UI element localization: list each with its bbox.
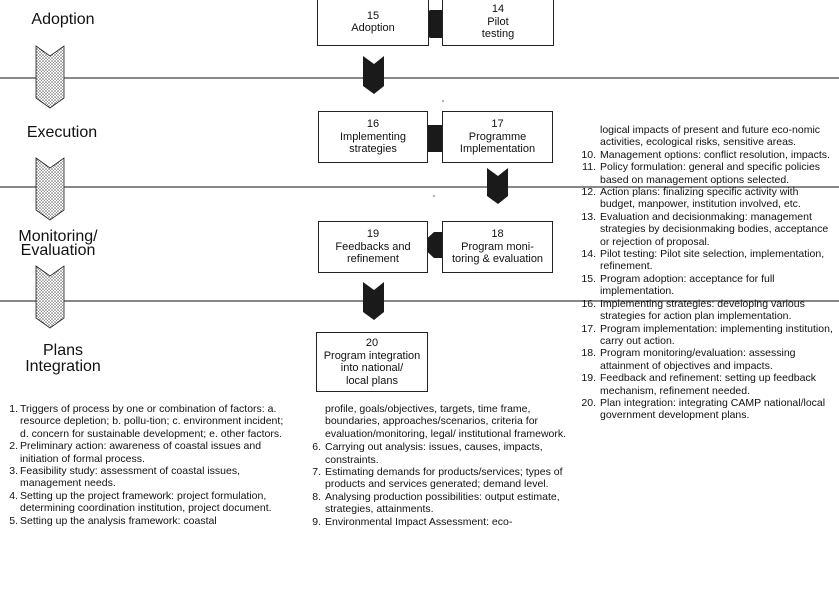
box-14-pilot-testing: 14 Pilot testing	[442, 0, 554, 46]
speck	[442, 100, 444, 102]
legend-item-17: 17.Program implementation: implementing …	[581, 322, 833, 347]
box-19-feedbacks: 19 Feedbacks and refinement	[318, 221, 428, 273]
legend-item-8: 8.Analysing production possibilities: ou…	[312, 490, 560, 516]
legend-item-18: 18.Program monitoring/evaluation: assess…	[581, 347, 796, 372]
box-number: 17	[491, 118, 504, 131]
stage-label-plans: Plans Integration	[25, 342, 101, 375]
stage-chevron	[35, 265, 65, 329]
legend-item-12: 12.Action plans: finalizing specific act…	[581, 186, 801, 211]
box-label: Pilot testing	[481, 15, 515, 41]
box-15-adoption: 15 Adoption	[317, 0, 429, 46]
legend-item-1: 1.Triggers of process by one or combinat…	[9, 403, 284, 440]
arrow-down	[363, 282, 384, 320]
stage-chevron	[35, 157, 65, 221]
box-20-program-integration: 20 Program integration into national/ lo…	[316, 332, 428, 392]
arrow-down	[487, 168, 508, 204]
legend-item-19: 19.Feedback and refinement: setting up f…	[581, 372, 816, 397]
box-number: 20	[365, 337, 379, 349]
legend-item-9: 9.Environmental Impact Assessment: eco-	[312, 515, 513, 528]
legend-item-5: 5.Setting up the analysis framework: coa…	[9, 514, 217, 527]
stage-label-adoption: Adoption	[31, 11, 95, 28]
legend-item-4: 4.Setting up the project framework: proj…	[9, 489, 272, 515]
legend-item-7: 7.Estimating demands for products/servic…	[312, 466, 563, 491]
stage-chevron	[35, 45, 65, 109]
legend-item-3: 3.Feasibility study: assessment of coast…	[9, 465, 241, 490]
legend-item-13: 13.Evaluation and decisionmaking: manage…	[581, 210, 829, 248]
legend-item-15: 15.Program adoption: acceptance for full…	[581, 272, 775, 298]
legend-middle: profile, goals/objectives, targets, time…	[303, 403, 575, 528]
legend-right: logical impacts of present and future ec…	[578, 124, 834, 422]
box-label: Feedbacks and refinement	[335, 240, 411, 266]
legend-continuation: profile, goals/objectives, targets, time…	[325, 403, 567, 440]
legend-item-11: 11.Policy formulation: general and speci…	[582, 161, 821, 186]
box-label: Programme Implementation	[459, 130, 536, 156]
legend-item-20: 20.Plan integration: integrating CAMP na…	[581, 396, 826, 422]
box-number: 14	[491, 3, 505, 16]
box-18-program-monitoring: 18 Program moni- toring & evaluation	[442, 221, 553, 273]
legend-item-14: 14.Pilot testing: Pilot site selection, …	[581, 248, 825, 273]
legend-continuation: logical impacts of present and future ec…	[600, 124, 821, 149]
box-label: Adoption	[351, 22, 395, 34]
legend-item-10: 10.Management options: conflict resoluti…	[581, 148, 830, 161]
box-17-programme-implementation: 17 Programme Implementation	[442, 111, 553, 163]
box-number: 19	[366, 228, 380, 241]
box-number: 15	[366, 9, 380, 22]
box-label: Implementing strategies	[339, 130, 407, 156]
box-16-implementing-strategies: 16 Implementing strategies	[318, 111, 428, 163]
box-label: Program integration into national/ local…	[323, 349, 421, 387]
box-number: 18	[491, 228, 504, 241]
stage-label-execution: Execution	[26, 124, 98, 141]
box-number: 16	[366, 118, 380, 131]
arrow-down	[363, 56, 384, 94]
speck	[433, 195, 435, 197]
box-label: Program moni- toring & evaluation	[451, 240, 544, 266]
legend-item-16: 16.Implementing strategies: developing v…	[581, 297, 805, 323]
legend-item-2: 2.Preliminary action: awareness of coast…	[9, 440, 262, 465]
stage-label-monitoring: Monitoring/ Evaluation	[18, 228, 98, 259]
legend-left: 1.Triggers of process by one or combinat…	[4, 403, 288, 527]
legend-item-6: 6.Carrying out analysis: issues, causes,…	[312, 441, 543, 466]
